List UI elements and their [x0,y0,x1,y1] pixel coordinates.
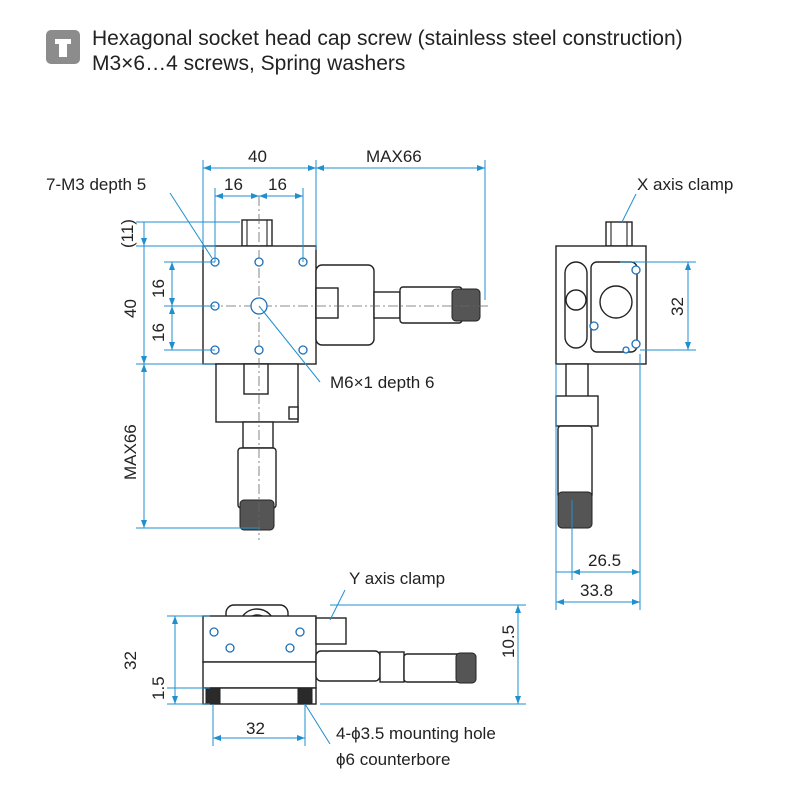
note-line-2: M3×6…4 screws, Spring washers [92,52,406,75]
dim-top-16-a: 16 [224,175,243,194]
x-clamp-screw [605,221,633,247]
x-micrometer-thimble [451,288,481,322]
base-plate [202,687,317,705]
dim-side-32: 32 [668,297,687,316]
dim-side-33-8: 33.8 [580,581,613,600]
callout-counterbore: ϕ6 counterbore [336,750,450,769]
dim-front-32-left: 32 [121,651,140,670]
dim-side-26-5: 26.5 [588,551,621,570]
note-line-1: Hexagonal socket head cap screw (stainle… [92,27,683,50]
note-text: Hexagonal socket head cap screw (stainle… [92,26,683,76]
front-stage [202,615,317,663]
callout-center-hole: M6×1 depth 6 [330,373,434,392]
front-micrometer-thimble [455,652,477,684]
dim-top-40: 40 [248,147,267,166]
dim-left-40: 40 [121,299,140,318]
callout-mounting-hole: 4-ϕ3.5 mounting hole [336,724,496,743]
callout-y-clamp: Y axis clamp [349,569,445,588]
hex-socket-screw-icon [46,30,80,64]
y-micrometer-thimble [239,499,275,531]
dim-front-10-5: 10.5 [499,625,518,658]
callout-tapped-holes: 7-M3 depth 5 [46,175,146,194]
side-micrometer-thimble [557,491,593,529]
side-micrometer-barrel [557,425,593,499]
dim-top-16-b: 16 [268,175,287,194]
callout-x-clamp: X axis clamp [637,175,733,194]
dim-front-1-5: 1.5 [149,676,168,700]
dim-left-max66: MAX66 [121,424,140,480]
front-view [167,589,526,746]
dim-left-16-b: 16 [149,323,168,342]
top-view [136,160,490,540]
dim-left-16-a: 16 [149,279,168,298]
side-view [555,193,696,610]
dim-front-32-bottom: 32 [246,719,265,738]
y-clamp-screw [315,617,347,645]
y-micrometer-barrel [237,447,277,509]
screw-note: Hexagonal socket head cap screw (stainle… [46,26,683,76]
dim-top-max66: MAX66 [366,147,422,166]
dim-left-11: (11) [118,219,137,248]
